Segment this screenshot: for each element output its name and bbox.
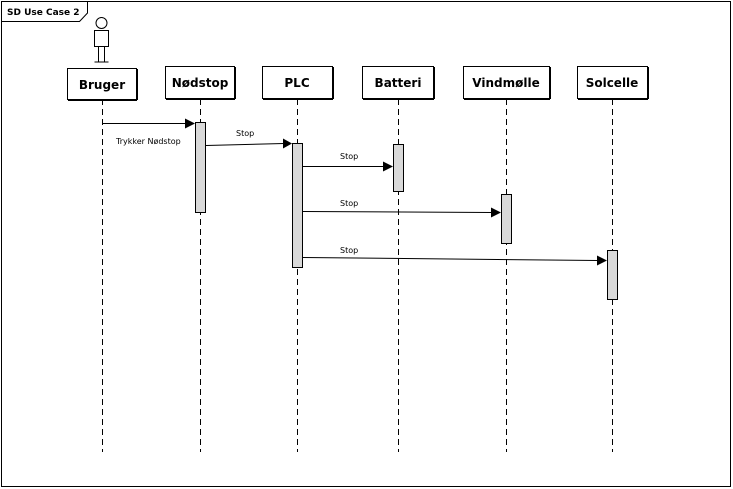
- participant-label-bruger: Bruger: [79, 78, 125, 92]
- participant-label-nodstop: Nødstop: [172, 76, 229, 90]
- lifelines: [102, 99, 613, 452]
- message-3: Stop: [303, 152, 393, 172]
- frame-title: SD Use Case 2: [7, 8, 80, 18]
- participant-label-batteri: Batteri: [375, 76, 422, 90]
- participant-label-vindmolle: Vindmølle: [472, 76, 539, 90]
- activation-solcelle: [607, 250, 618, 300]
- message-4: Stop: [302, 199, 501, 218]
- message-5: Stop: [302, 246, 607, 266]
- activation-vindmolle: [501, 194, 512, 244]
- activation-plc: [292, 143, 303, 268]
- participant-label-plc: PLC: [284, 76, 309, 90]
- participant-bruger: Bruger: [67, 68, 138, 101]
- participant-label-solcelle: Solcelle: [586, 76, 639, 90]
- participant-solcelle: Solcelle: [577, 66, 649, 100]
- message-label-1: Trykker Nødstop: [115, 137, 181, 146]
- frame-title-tab: [1, 1, 88, 22]
- participant-vindmolle: Vindmølle: [463, 66, 551, 100]
- message-label-3: Stop: [340, 152, 358, 161]
- activation-batteri: [393, 144, 404, 192]
- message-1: Trykker Nødstop: [102, 118, 195, 146]
- participant-batteri: Batteri: [362, 66, 435, 100]
- message-label-5: Stop: [340, 246, 358, 255]
- message-2: Stop: [205, 129, 292, 149]
- message-label-4: Stop: [340, 199, 358, 208]
- activation-nodstop: [195, 122, 206, 213]
- participant-nodstop: Nødstop: [165, 66, 236, 100]
- activation-bars: [195, 122, 618, 300]
- participant-plc: PLC: [262, 66, 334, 100]
- actor-icon: [94, 17, 109, 63]
- message-label-2: Stop: [236, 129, 254, 138]
